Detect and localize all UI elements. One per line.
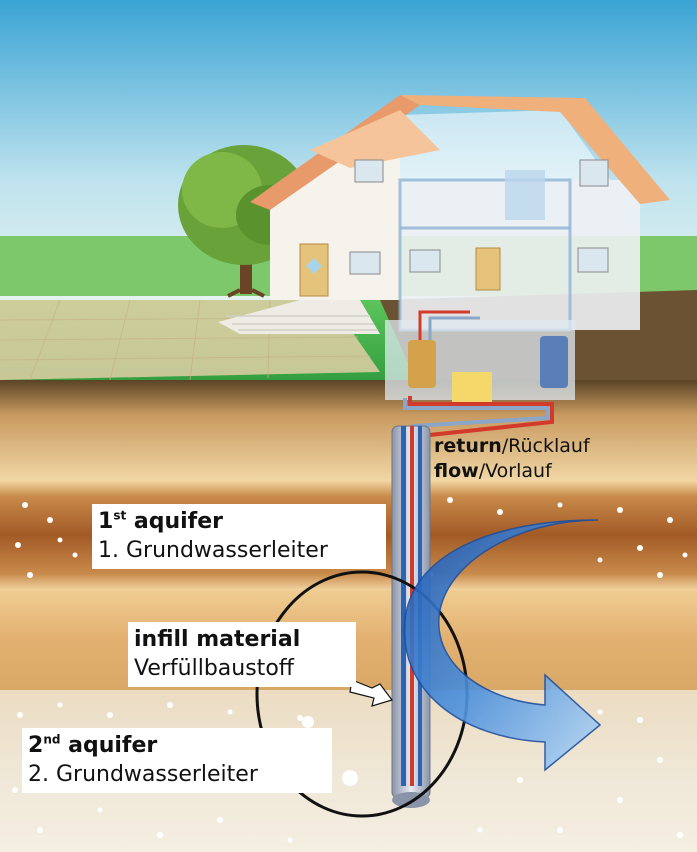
aquifer-2-title: 2nd aquifer	[28, 732, 158, 758]
aquifer-2-label: 2nd aquifer 2. Grundwasserleiter	[22, 728, 332, 794]
aquifer-1-label: 1st aquifer 1. Grundwasserleiter	[92, 504, 386, 570]
return-label: return/Rücklauf	[434, 437, 590, 456]
infill-subtitle: Verfüllbaustoff	[134, 655, 294, 681]
aquifer-1-subtitle: 1. Grundwasserleiter	[98, 537, 328, 563]
topsoil-layer	[0, 380, 697, 480]
house	[218, 95, 670, 402]
flow-pipe	[403, 398, 550, 428]
return-label-de: /Rücklauf	[501, 435, 590, 457]
infill-pointer-arrow	[349, 679, 393, 707]
flow-label-de: /Vorlauf	[478, 460, 552, 482]
return-pipe	[408, 396, 554, 438]
infill-title: infill material	[134, 627, 301, 652]
flow-label-en: flow	[434, 460, 479, 482]
flow-label: flow/Vorlauf	[434, 462, 552, 481]
aquifer-2-subtitle: 2. Grundwasserleiter	[28, 761, 258, 787]
aquifer-1-title: 1st aquifer	[98, 508, 224, 534]
return-label-en: return	[434, 435, 502, 457]
infill-label: infill material Verfüllbaustoff	[128, 622, 356, 688]
groundwater-arrow	[403, 519, 602, 772]
